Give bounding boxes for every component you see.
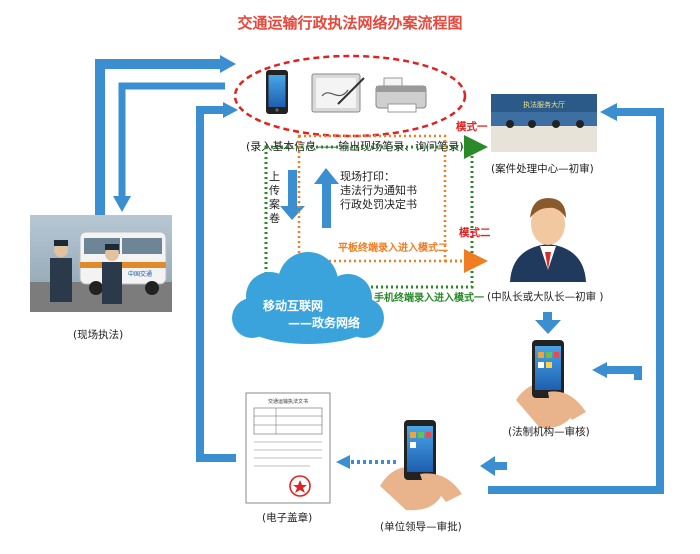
mode2-orange-path (297, 134, 488, 273)
tablet-icon (311, 73, 365, 113)
field-enforcement-photo: 中国交通 (30, 215, 172, 312)
phone-icon (266, 70, 288, 114)
upload-char-3: 案 (269, 197, 280, 211)
printer-icon (375, 77, 427, 113)
case-center-photo: 执法服务大厅 (491, 94, 597, 152)
mode1-label: 模式一 (456, 120, 488, 133)
arrow-field-to-devices-outer (95, 59, 220, 215)
upload-char-1: 上 (269, 170, 280, 183)
field-label: (现场执法) (73, 328, 123, 341)
devices-caption: (录入基本信息——输出现场笔录、询问笔录) (246, 139, 464, 153)
unit-label: (单位领导—审批) (380, 520, 462, 533)
device-group (233, 54, 467, 138)
upload-char-4: 卷 (269, 211, 280, 225)
upload-arrow-shaft (288, 170, 297, 208)
arrow-right-loop (488, 108, 664, 494)
phone-mode1-note: 手机终端录入进入模式一 (374, 291, 484, 304)
red-seal-icon (289, 475, 311, 497)
document-header: 交通运输执法文书 (268, 398, 308, 405)
arrow-leader-to-legal (535, 320, 561, 334)
device-ellipse (233, 54, 467, 138)
legal-hand-phone-icon (516, 340, 586, 429)
arrow-field-to-devices-inner (118, 82, 225, 200)
legal-label: (法制机构—审核) (508, 425, 590, 438)
center-label: (案件处理中心—初审) (491, 162, 594, 175)
mode1-green-path (264, 135, 488, 289)
mode1-green-box (264, 145, 474, 289)
unit-hand-phone-icon (380, 420, 462, 511)
arrow-legal-to-unit (480, 456, 495, 476)
stamped-document-icon: 交通运输执法文书 (245, 392, 331, 504)
leader-label: (中队长或大队长—初审 ) (487, 290, 604, 303)
cloud-icon (232, 252, 384, 344)
hall-banner-text: 执法服务大厅 (523, 100, 565, 109)
print-note-line1: 现场打印： (340, 169, 395, 183)
blue-flow-arrows (95, 55, 664, 494)
tablet-mode2-note: 平板终端录入进入模式二 (338, 241, 448, 254)
cloud-line2: ——政务网络 (288, 315, 360, 330)
van-plate-text: 中国交通 (128, 270, 152, 278)
mode2-label: 模式二 (459, 226, 491, 239)
print-note-line3: 行政处罚决定书 (340, 197, 417, 211)
print-arrow-shaft (322, 182, 331, 228)
cloud-line1: 移动互联网 (263, 298, 323, 313)
page-title: 交通运输行政执法网络办案流程图 (237, 14, 462, 32)
leader-avatar (510, 198, 586, 282)
arrow-legal-return (605, 366, 642, 380)
upload-char-2: 传 (269, 184, 280, 197)
print-note-line2: 违法行为通知书 (340, 183, 417, 197)
arrow-stamp-to-devices (196, 106, 236, 462)
print-arrow-head (314, 168, 339, 184)
upload-arrow-head (280, 206, 305, 220)
stamp-label: (电子盖章) (262, 511, 312, 524)
